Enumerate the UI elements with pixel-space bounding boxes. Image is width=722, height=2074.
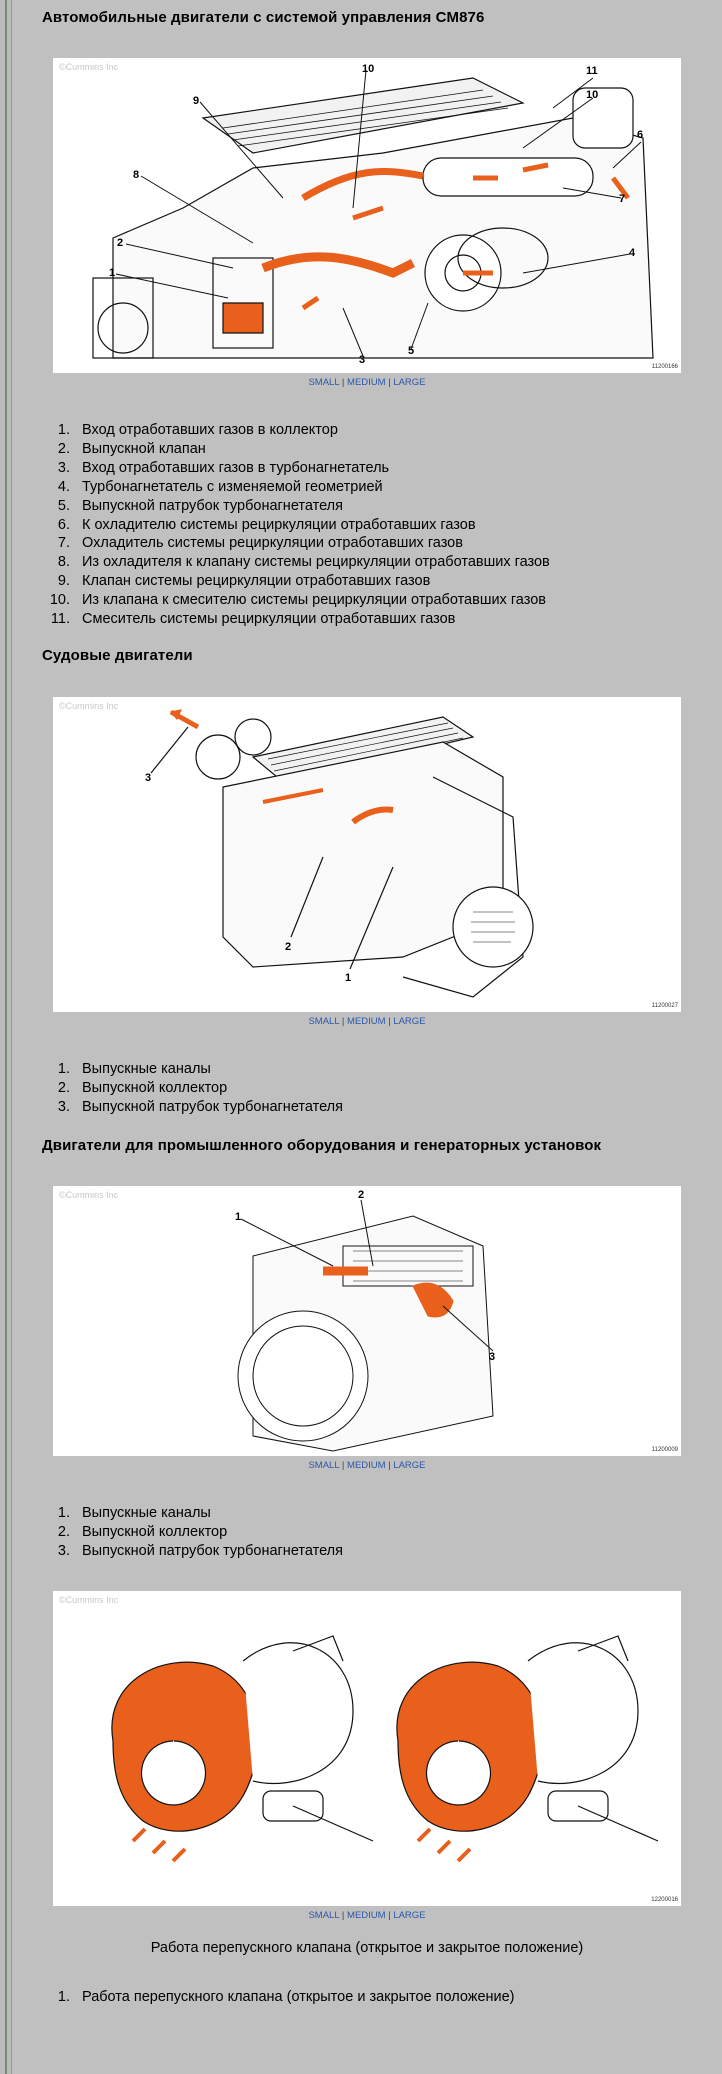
size-link-medium[interactable]: MEDIUM [347,1016,386,1027]
callout-2: 2 [117,237,123,249]
image-size-links: SMALL | MEDIUM | LARGE [308,1460,426,1471]
industrial-engine-diagram: 2 1 3 [235,1189,495,1452]
list-item: 1.Работа перепускного клапана (открытое … [57,1989,515,2005]
legend-list-automotive: 1.Вход отработавших газов в коллектор 2.… [49,421,550,629]
marine-engine-diagram: 3 2 1 [145,709,534,998]
figure-industrial-engine[interactable]: ©Cummins Inc 2 1 3 [53,1186,681,1456]
size-link-medium[interactable]: MEDIUM [347,1460,386,1471]
list-item: 1.Вход отработавших газов в коллектор [57,422,338,438]
callout-3: 3 [145,772,151,784]
list-item: 11.Смеситель системы рециркуляции отрабо… [50,611,456,628]
wastegate-diagram [111,1635,659,1863]
left-border-rule [0,0,12,2074]
figure-copyright: ©Cummins Inc [59,1595,119,1605]
callout-6: 6 [637,129,643,141]
figure-copyright: ©Cummins Inc [59,62,119,72]
list-item: 1.Выпускные каналы [57,1061,211,1077]
section-title-automotive: Автомобильные двигатели с системой управ… [42,9,485,26]
size-link-small[interactable]: SMALL [308,1910,340,1921]
figure-id: 11200027 [651,1003,678,1009]
list-item: 10.Из клапана к смесителю системы рецирк… [49,592,546,609]
list-item: 3.Выпускной патрубок турбонагнетателя [57,1098,343,1115]
legend-list-industrial: 1.Выпускные каналы 2.Выпускной коллектор… [57,1504,343,1561]
list-item: 4.Турбонагнетатель с изменяемой геометри… [57,478,383,495]
list-item: 2.Выпускной коллектор [57,1079,228,1096]
size-link-medium[interactable]: MEDIUM [347,1910,386,1921]
image-size-links: SMALL | MEDIUM | LARGE [308,1910,426,1921]
list-item: 3.Вход отработавших газов в турбонагнета… [57,459,390,476]
size-link-large[interactable]: LARGE [393,1910,426,1921]
figure-caption: Работа перепускного клапана (открытое и … [150,1940,584,1956]
callout-3: 3 [489,1351,495,1363]
image-size-links: SMALL | MEDIUM | LARGE [308,1016,426,1027]
callout-3: 3 [359,354,365,366]
callout-8: 8 [133,169,139,181]
callout-7: 7 [619,193,625,205]
legend-list-wastegate: 1.Работа перепускного клапана (открытое … [57,1988,515,2007]
callout-1: 1 [345,972,351,984]
document-content: Автомобильные двигатели с системой управ… [12,0,722,2074]
list-item: 6.К охладителю системы рециркуляции отра… [57,516,476,533]
list-item: 1.Выпускные каналы [57,1505,211,1521]
callout-2: 2 [358,1189,364,1201]
figure-automotive-engine[interactable]: ©Cummins Inc [53,58,681,373]
size-link-small[interactable]: SMALL [308,377,340,388]
figure-marine-engine[interactable]: ©Cummins Inc [53,697,681,1012]
callout-10a: 10 [362,63,374,75]
size-link-small[interactable]: SMALL [308,1460,340,1471]
list-item: 5.Выпускной патрубок турбонагнетателя [57,497,343,514]
callout-5: 5 [408,345,414,357]
list-item: 9.Клапан системы рециркуляции отработавш… [57,573,431,590]
figure-id: 11200009 [651,1447,678,1453]
figure-id: 12200016 [651,1897,678,1903]
engine-egr-diagram: 10 11 10 9 6 8 7 2 1 4 3 5 [92,63,654,366]
callout-2: 2 [285,941,291,953]
callout-10b: 10 [586,89,598,101]
size-link-large[interactable]: LARGE [393,377,426,388]
list-item: 2.Выпускной коллектор [57,1523,228,1540]
list-item: 3.Выпускной патрубок турбонагнетателя [57,1542,343,1559]
legend-list-marine: 1.Выпускные каналы 2.Выпускной коллектор… [57,1060,343,1117]
figure-wastegate[interactable]: ©Cummins Inc 12200016 [53,1591,681,1906]
figure-copyright: ©Cummins Inc [59,1190,119,1200]
callout-9: 9 [193,95,199,107]
section-title-industrial: Двигатели для промышленного оборудования… [42,1137,602,1154]
size-link-medium[interactable]: MEDIUM [347,377,386,388]
size-link-small[interactable]: SMALL [308,1016,340,1027]
callout-11: 11 [586,65,598,77]
size-link-large[interactable]: LARGE [393,1460,426,1471]
list-item: 8.Из охладителя к клапану системы рецирк… [57,554,550,571]
figure-id: 11200166 [651,364,678,370]
size-link-large[interactable]: LARGE [393,1016,426,1027]
callout-1: 1 [109,267,115,279]
figure-copyright: ©Cummins Inc [59,701,119,711]
callout-4: 4 [629,247,636,259]
list-item: 2.Выпускной клапан [57,440,206,457]
callout-1: 1 [235,1211,241,1223]
image-size-links: SMALL | MEDIUM | LARGE [308,377,426,388]
section-title-marine: Судовые двигатели [42,647,193,664]
list-item: 7.Охладитель системы рециркуляции отрабо… [57,535,463,552]
